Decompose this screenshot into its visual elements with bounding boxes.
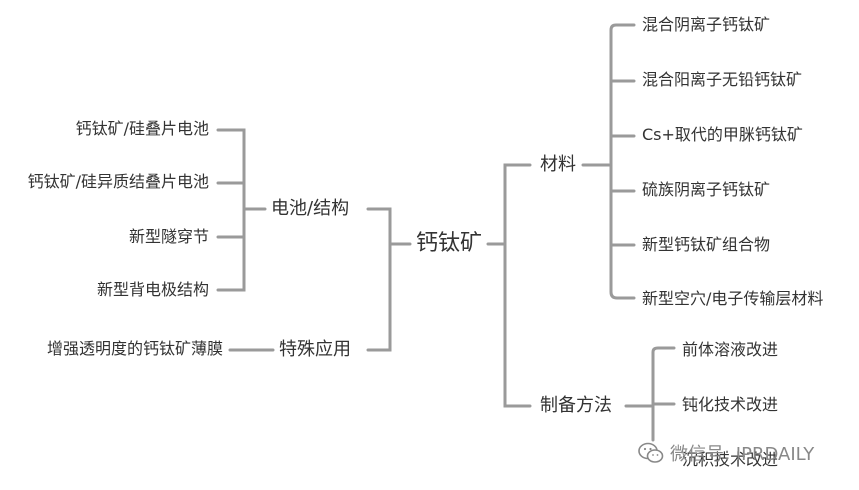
leaf-mixed-anion-perovskite: 混合阴离子钙钛矿 bbox=[642, 15, 771, 34]
leaf-new-tunnel-junction: 新型隧穿节 bbox=[128, 227, 209, 246]
leaf-precursor-solution-improvement: 前体溶液改进 bbox=[682, 340, 779, 359]
connector-root-methods bbox=[503, 242, 532, 408]
connector-root-battery bbox=[366, 207, 412, 246]
branch-preparation-methods: 制备方法 bbox=[540, 395, 612, 416]
root-node-perovskite: 钙钛矿 bbox=[416, 231, 483, 256]
watermark-text: 微信号: IPRDAILY bbox=[670, 444, 815, 465]
connector-root-materials bbox=[486, 163, 532, 246]
branch-battery-structure: 电池/结构 bbox=[271, 198, 350, 219]
leaf-transparent-perovskite-film: 增强透明度的钙钛矿薄膜 bbox=[46, 339, 223, 358]
leaf-deposition-improvement: 沉积技术改进 bbox=[682, 450, 779, 469]
connector-battery-2 bbox=[216, 181, 246, 211]
branch-special-applications: 特殊应用 bbox=[279, 339, 351, 360]
leaf-perovskite-silicon-tandem: 钙钛矿/硅叠片电池 bbox=[75, 119, 209, 138]
connector-battery-3 bbox=[216, 207, 246, 239]
leaf-new-back-electrode: 新型背电极结构 bbox=[96, 280, 209, 299]
leaf-chalcogenide-anion-perovskite: 硫族阴离子钙钛矿 bbox=[642, 180, 771, 199]
leaf-new-hole-electron-transport-material: 新型空穴/电子传输层材料 bbox=[642, 289, 824, 308]
branch-materials: 材料 bbox=[540, 154, 576, 175]
connector-battery-4 bbox=[216, 207, 246, 292]
leaf-mixed-cation-lead-free-perovskite: 混合阳离子无铅钙钛矿 bbox=[642, 70, 803, 89]
leaf-perovskite-silicon-heterojunction-tandem: 钙钛矿/硅异质结叠片电池 bbox=[27, 172, 209, 191]
connector-methods-spine bbox=[624, 346, 676, 442]
connector-battery-1 bbox=[216, 128, 267, 211]
leaf-passivation-improvement: 钝化技术改进 bbox=[682, 395, 779, 414]
connector-materials-spine bbox=[581, 23, 636, 300]
watermark: 微信号: IPRDAILY bbox=[638, 440, 814, 466]
leaf-cs-substituted-fa-perovskite: Cs+取代的甲脒钙钛矿 bbox=[642, 125, 803, 144]
connector-root-special bbox=[366, 242, 392, 352]
wechat-icon bbox=[638, 442, 664, 463]
leaf-new-perovskite-composition: 新型钙钛矿组合物 bbox=[642, 235, 771, 254]
